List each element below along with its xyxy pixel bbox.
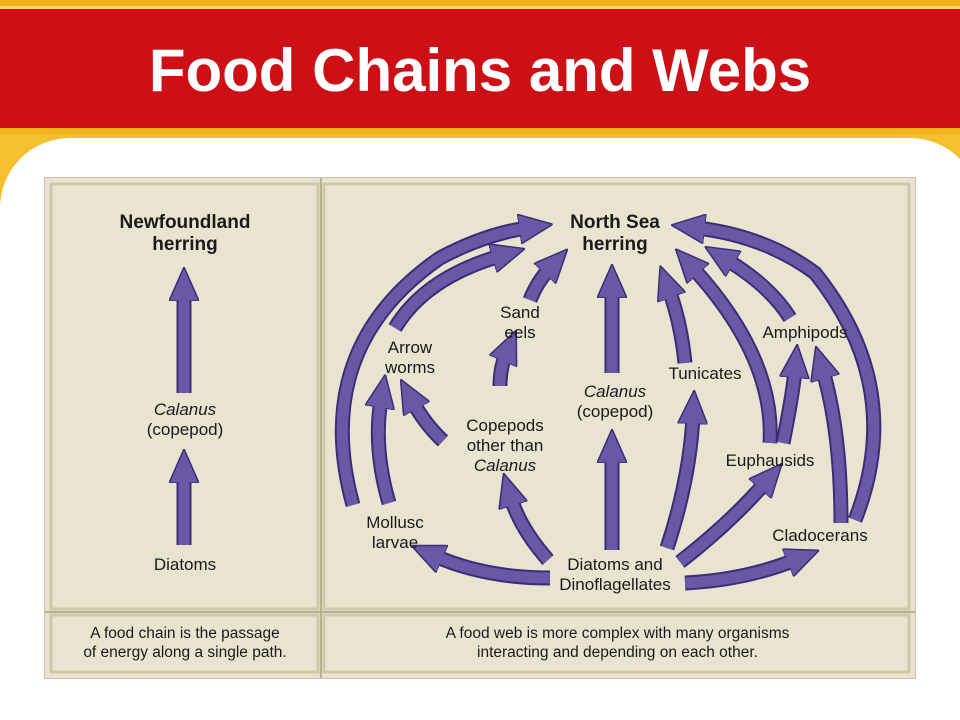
chain-caption: A food chain is the passage of energy al… [83, 625, 287, 661]
web-label-north-sea-herring: North Sea herring [570, 212, 660, 255]
web-arrow-producers-to-mollusc [435, 556, 551, 586]
web-arrow-euphausids-to-amphipods [775, 370, 795, 445]
web-arrow-producers-to-tunicates [659, 416, 693, 551]
web-arrow-mollusc-to-arrow-worms [378, 400, 397, 506]
web-label-euphausids: Euphausids [725, 451, 815, 470]
web-label-sand-eels: Sand eels [500, 303, 540, 342]
title-bar: Food Chains and Webs [0, 0, 960, 134]
web-arrow-arrow-worms-to-herring [388, 256, 500, 333]
web-label-tunicates: Tunicates [668, 364, 742, 383]
chain-label-newfoundland-herring: Newfoundland herring [119, 212, 251, 255]
slide-title: Food Chains and Webs [148, 37, 812, 104]
web-label-arrow-worms: Arrow worms [384, 338, 436, 377]
chain-label-diatoms: Diatoms [153, 555, 217, 574]
web-arrow-copepods-other-to-sand-eels [500, 354, 506, 387]
web-arrow-mollusc-to-herring [334, 228, 527, 507]
web-arrow-cladocerans-to-amphipods [823, 371, 849, 524]
web-arrow-producers-to-euphausids [675, 483, 765, 568]
web-arrow-cladocerans-to-herring [697, 228, 882, 523]
panel-frames [45, 178, 915, 678]
web-arrow-euphausids-to-herring [693, 268, 778, 444]
web-arrow-sand-eels-to-herring [523, 268, 550, 303]
web-arrow-producers-to-copepods-other [511, 498, 554, 565]
web-label-amphipods: Amphipods [762, 323, 848, 342]
web-arrow-producers-to-cladocerans [684, 560, 795, 591]
web-label-calanus: Calanus (copepod) [576, 382, 654, 421]
web-label-mollusc-larvae: Mollusc larvae [366, 513, 424, 552]
food-chain-web-figure: Newfoundland herring Calanus (copepod) D… [45, 178, 915, 678]
web-arrow-amphipods-to-herring [727, 260, 797, 323]
web-arrow-tunicates-to-herring [669, 290, 693, 364]
web-label-copepods-other: Copepods other than Calanus [466, 416, 544, 475]
web-arrow-copepods-other-to-arrow-worms [413, 402, 449, 447]
chain-label-calanus: Calanus (copepod) [146, 400, 224, 439]
web-label-cladocerans: Cladocerans [772, 526, 868, 545]
web-label-producers: Diatoms and Dinoflagellates [559, 555, 671, 594]
web-caption: A food web is more complex with many org… [445, 625, 790, 661]
figure-artwork [45, 178, 915, 678]
